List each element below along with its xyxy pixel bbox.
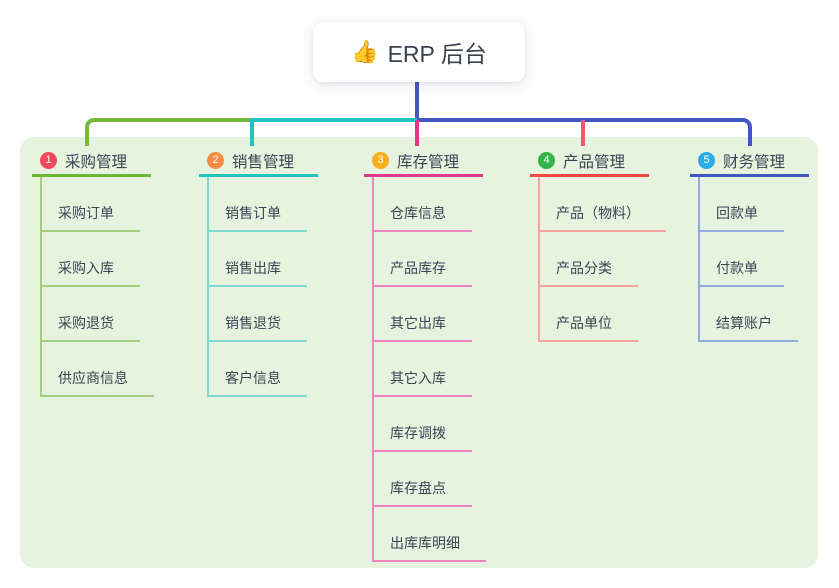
branch-children: 采购订单 采购入库 采购退货 供应商信息 [40, 177, 154, 397]
thumbs-up-icon: 👍 [351, 39, 379, 64]
branch-sales: 2 销售管理 销售订单 销售出库 销售退货 客户信息 [199, 147, 319, 397]
branch-children: 回款单 付款单 结算账户 [698, 177, 798, 342]
node-stock-taking[interactable]: 库存盘点 [374, 452, 472, 507]
node-product-stock[interactable]: 产品库存 [374, 232, 472, 287]
branch-header-purchase[interactable]: 1 采购管理 [32, 147, 152, 177]
branch-product: 4 产品管理 产品（物料） 产品分类 产品单位 [530, 147, 666, 342]
branch-label: 产品管理 [563, 153, 626, 171]
branch-finance: 5 财务管理 回款单 付款单 结算账户 [690, 147, 810, 342]
drop-connector-product [581, 120, 585, 146]
branch-header-product[interactable]: 4 产品管理 [530, 147, 650, 177]
node-other-outbound[interactable]: 其它出库 [374, 287, 472, 342]
branch-number-badge: 5 [698, 152, 715, 169]
branch-header-inventory[interactable]: 3 库存管理 [364, 147, 484, 177]
node-product-category[interactable]: 产品分类 [540, 232, 638, 287]
node-purchase-return[interactable]: 采购退货 [42, 287, 140, 342]
node-purchase-order[interactable]: 采购订单 [42, 177, 140, 232]
branch-label: 销售管理 [232, 153, 295, 171]
root-node[interactable]: 👍 ERP 后台 [313, 22, 525, 82]
branch-number-badge: 1 [40, 152, 57, 169]
node-sales-return[interactable]: 销售退货 [209, 287, 307, 342]
node-other-inbound[interactable]: 其它入库 [374, 342, 472, 397]
branch-number-badge: 4 [538, 152, 555, 169]
node-warehouse-info[interactable]: 仓库信息 [374, 177, 472, 232]
node-stock-transfer[interactable]: 库存调拨 [374, 397, 472, 452]
node-outbound-detail[interactable]: 出库库明细 [374, 507, 486, 562]
node-purchase-inbound[interactable]: 采购入库 [42, 232, 140, 287]
branch-label: 财务管理 [723, 153, 786, 171]
branch-children: 仓库信息 产品库存 其它出库 其它入库 库存调拨 库存盘点 出库库明细 [372, 177, 486, 562]
branch-inventory: 3 库存管理 仓库信息 产品库存 其它出库 其它入库 库存调拨 库存盘点 出库库… [364, 147, 486, 562]
branch-label: 库存管理 [397, 153, 460, 171]
branch-children: 销售订单 销售出库 销售退货 客户信息 [207, 177, 307, 397]
node-product-material[interactable]: 产品（物料） [540, 177, 666, 232]
bus-connector-purchase [85, 118, 252, 146]
branch-children: 产品（物料） 产品分类 产品单位 [538, 177, 666, 342]
root-stem-connector [415, 81, 419, 120]
mindmap-panel [20, 137, 818, 568]
branch-header-finance[interactable]: 5 财务管理 [690, 147, 810, 177]
node-settlement-account[interactable]: 结算账户 [700, 287, 798, 342]
node-sales-order[interactable]: 销售订单 [209, 177, 307, 232]
node-customer-info[interactable]: 客户信息 [209, 342, 307, 397]
branch-number-badge: 2 [207, 152, 224, 169]
node-payment-bill[interactable]: 付款单 [700, 232, 784, 287]
root-title: ERP 后台 [387, 41, 487, 67]
bus-connector-sales [250, 118, 417, 146]
branch-label: 采购管理 [65, 153, 128, 171]
node-receipt-bill[interactable]: 回款单 [700, 177, 784, 232]
node-supplier-info[interactable]: 供应商信息 [42, 342, 154, 397]
node-product-unit[interactable]: 产品单位 [540, 287, 638, 342]
node-sales-outbound[interactable]: 销售出库 [209, 232, 307, 287]
branch-number-badge: 3 [372, 152, 389, 169]
branch-header-sales[interactable]: 2 销售管理 [199, 147, 319, 177]
drop-connector-inventory [415, 120, 419, 146]
branch-purchase: 1 采购管理 采购订单 采购入库 采购退货 供应商信息 [32, 147, 154, 397]
